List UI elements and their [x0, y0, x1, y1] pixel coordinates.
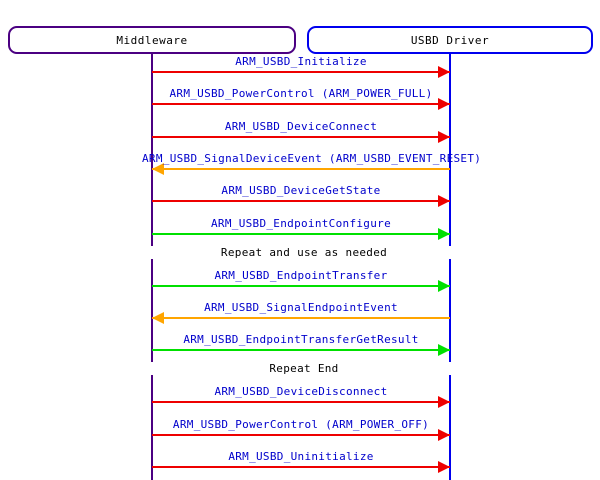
message-arrow-arm-usbd-endpointconfigure[interactable]: ARM_USBD_EndpointConfigure: [152, 217, 450, 240]
message-line: [152, 103, 450, 105]
arrowhead-right-icon: [438, 131, 450, 143]
separator-label-wrap: Repeat End: [75, 362, 533, 375]
message-arrow-arm-usbd-devicegetstate[interactable]: ARM_USBD_DeviceGetState: [152, 184, 450, 207]
message-line: [152, 136, 450, 138]
message-arrow-arm-usbd-uninitialize[interactable]: ARM_USBD_Uninitialize: [152, 450, 450, 473]
arrowhead-right-icon: [438, 429, 450, 441]
separator-label-wrap: Repeat and use as needed: [75, 246, 533, 259]
message-line: [152, 401, 450, 403]
message-line: [152, 317, 450, 319]
arrowhead-right-icon: [438, 66, 450, 78]
message-line: [152, 200, 450, 202]
message-label: ARM_USBD_EndpointConfigure: [211, 217, 391, 230]
message-line: [152, 168, 450, 170]
message-label: ARM_USBD_DeviceGetState: [221, 184, 381, 197]
participant-middleware[interactable]: Middleware: [8, 26, 296, 54]
message-line: [152, 466, 450, 468]
message-arrow-arm-usbd-devicedisconnect[interactable]: ARM_USBD_DeviceDisconnect: [152, 385, 450, 408]
lifeline-middleware: [151, 54, 153, 480]
message-label: ARM_USBD_SignalEndpointEvent: [204, 301, 398, 314]
separator-repeat-end: Repeat End: [75, 362, 533, 376]
message-label: ARM_USBD_SignalDeviceEvent (ARM_USBD_EVE…: [142, 152, 482, 165]
message-label: ARM_USBD_EndpointTransfer: [214, 269, 388, 282]
message-line: [152, 233, 450, 235]
message-line: [152, 285, 450, 287]
arrowhead-right-icon: [438, 396, 450, 408]
message-label: ARM_USBD_Uninitialize: [228, 450, 374, 463]
participant-usbd-label: USBD Driver: [410, 33, 490, 47]
arrowhead-right-icon: [438, 280, 450, 292]
message-arrow-arm-usbd-powercontrol-full[interactable]: ARM_USBD_PowerControl (ARM_POWER_FULL): [152, 87, 450, 110]
arrowhead-right-icon: [438, 195, 450, 207]
message-label: ARM_USBD_PowerControl (ARM_POWER_OFF): [172, 418, 430, 431]
arrowhead-right-icon: [438, 344, 450, 356]
message-arrow-arm-usbd-powercontrol-off[interactable]: ARM_USBD_PowerControl (ARM_POWER_OFF): [152, 418, 450, 441]
message-line: [152, 71, 450, 73]
message-arrow-arm-usbd-initialize[interactable]: ARM_USBD_Initialize: [152, 55, 450, 78]
arrowhead-right-icon: [438, 461, 450, 473]
participant-usbd[interactable]: USBD Driver: [307, 26, 593, 54]
separator-label: Repeat and use as needed: [218, 246, 390, 259]
arrowhead-right-icon: [438, 228, 450, 240]
message-arrow-arm-usbd-deviceconnect[interactable]: ARM_USBD_DeviceConnect: [152, 120, 450, 143]
message-label: ARM_USBD_EndpointTransferGetResult: [183, 333, 419, 346]
message-arrow-arm-usbd-endpointtransfergetresult[interactable]: ARM_USBD_EndpointTransferGetResult: [152, 333, 450, 356]
message-arrow-arm-usbd-endpointtransfer[interactable]: ARM_USBD_EndpointTransfer: [152, 269, 450, 292]
message-line: [152, 349, 450, 351]
message-label: ARM_USBD_PowerControl (ARM_POWER_FULL): [169, 87, 433, 100]
arrowhead-left-icon: [152, 312, 164, 324]
message-label: ARM_USBD_DeviceDisconnect: [214, 385, 388, 398]
message-line: [152, 434, 450, 436]
message-label: ARM_USBD_Initialize: [235, 55, 367, 68]
arrowhead-left-icon: [152, 163, 164, 175]
arrowhead-right-icon: [438, 98, 450, 110]
message-arrow-arm-usbd-signaldeviceevent[interactable]: ARM_USBD_SignalDeviceEvent (ARM_USBD_EVE…: [142, 152, 481, 175]
message-arrow-arm-usbd-signalendpointevent[interactable]: ARM_USBD_SignalEndpointEvent: [152, 301, 450, 324]
message-label: ARM_USBD_DeviceConnect: [224, 120, 378, 133]
separator-repeat-begin: Repeat and use as needed: [75, 246, 533, 260]
separator-label: Repeat End: [267, 362, 341, 375]
participant-middleware-label: Middleware: [116, 33, 188, 47]
lifeline-usbd: [449, 54, 451, 480]
